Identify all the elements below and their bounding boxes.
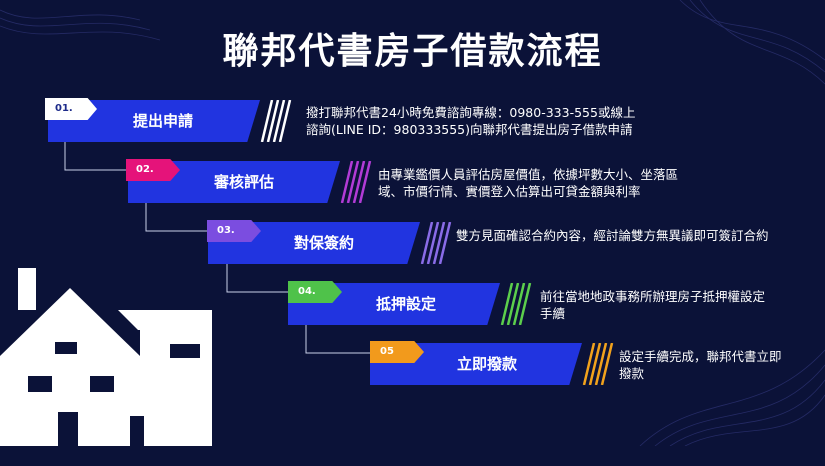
step-number-tab: 03. [207, 220, 261, 242]
step-number: 03. [217, 225, 235, 236]
house-graphic [0, 268, 212, 446]
stripes-decoration [500, 283, 532, 325]
step-label: 立即撥款 [457, 355, 518, 373]
step-description: 撥打聯邦代書24小時免費諮詢專線：0980-333-555或線上 諮詢(LINE… [306, 105, 636, 137]
step-number-tab: 04. [288, 281, 342, 303]
step-label: 審核評估 [214, 173, 275, 191]
step-number-tab: 05 [370, 341, 424, 363]
step-label: 抵押設定 [376, 295, 437, 313]
step-number: 04. [298, 286, 316, 297]
step-description: 設定手續完成，聯邦代書立即 撥款 [619, 349, 782, 381]
page-title: 聯邦代書房子借款流程 [222, 31, 603, 72]
step-description: 由專業鑑價人員評估房屋價值，依據坪數大小、坐落區 域、市價行情、實價登入估算出可… [378, 167, 679, 199]
stripes-decoration [340, 161, 372, 203]
step-number: 01. [55, 103, 73, 114]
step-description: 雙方見面確認合約內容，經討論雙方無異議即可簽訂合約 [456, 228, 769, 243]
wave-decoration [0, 0, 825, 446]
step-label: 對保簽約 [294, 234, 355, 252]
step-description: 前往當地地政事務所辦理房子抵押權設定 手續 [540, 289, 766, 321]
step-number: 02. [136, 164, 154, 175]
step-number-tab: 01. [45, 98, 97, 120]
step-number: 05 [380, 346, 394, 357]
step-label: 提出申請 [133, 112, 194, 130]
infographic: 聯邦代書房子借款流程 01. 提出申請 撥打聯邦代書24小時免費諮詢專線：098… [0, 0, 825, 446]
stripes-decoration [420, 222, 452, 264]
step-number-tab: 02. [126, 159, 180, 181]
stripes-decoration [582, 343, 614, 385]
stripes-decoration [260, 100, 292, 142]
